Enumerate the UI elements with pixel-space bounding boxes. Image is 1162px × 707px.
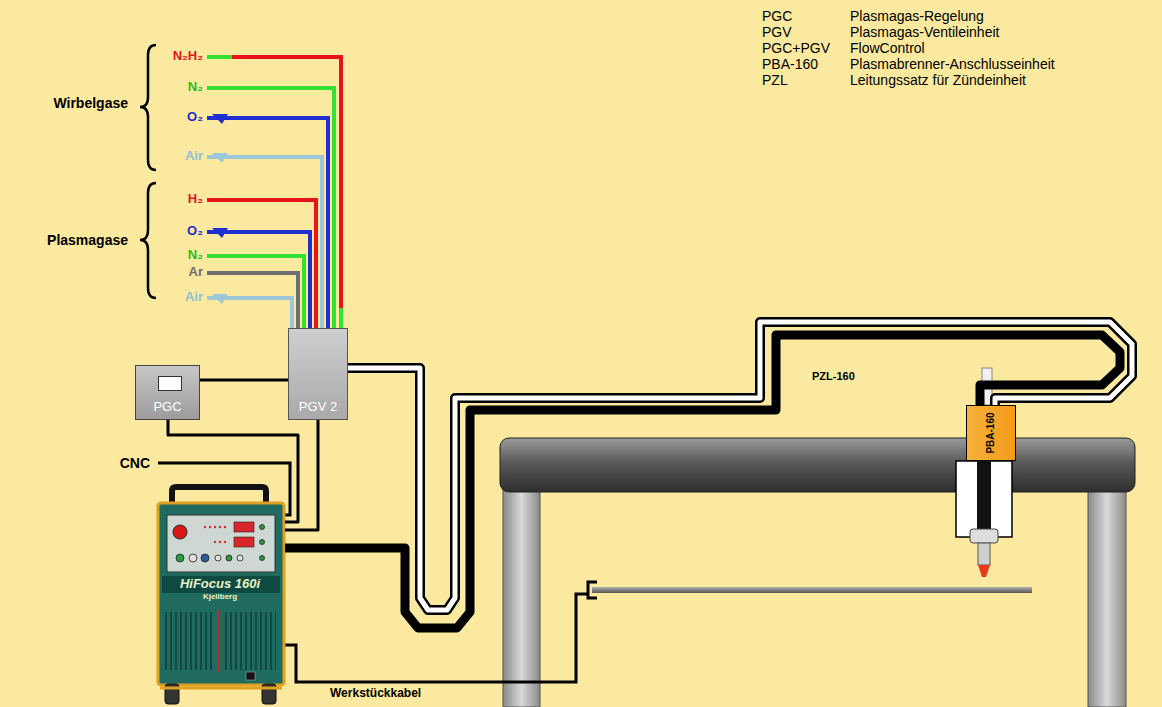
slot bbox=[217, 610, 219, 672]
torch-body bbox=[977, 461, 991, 529]
connector-group bbox=[200, 380, 288, 381]
gas-line bbox=[207, 57, 341, 328]
gas-connector bbox=[212, 153, 228, 163]
brand-label: Kjellberg bbox=[203, 592, 237, 602]
power-source: HiFocus 160iKjellberg bbox=[155, 500, 285, 690]
table-cell: Leitungssatz für Zündeinheit bbox=[850, 72, 1026, 88]
workpiece-clamp bbox=[588, 582, 597, 598]
gas-line bbox=[207, 200, 316, 328]
gas-line bbox=[207, 118, 328, 328]
table-cell: PGV bbox=[762, 24, 792, 40]
valve-unit-box: PGV 2 bbox=[288, 328, 348, 420]
torch-connection-box: PBA-160 bbox=[966, 405, 1016, 461]
display bbox=[234, 537, 254, 547]
gas-line bbox=[207, 55, 232, 59]
gas-line bbox=[207, 298, 292, 328]
gas-label: N₂ bbox=[188, 248, 203, 263]
logo-strip bbox=[162, 576, 280, 593]
box-label: HiFocus 160i bbox=[180, 576, 260, 592]
table-cell: PZL bbox=[762, 72, 788, 88]
buttons bbox=[176, 525, 265, 563]
gas-label: Air bbox=[185, 149, 203, 164]
group-label: Wirbelgase bbox=[53, 95, 128, 111]
table-cell: PBA-160 bbox=[762, 56, 818, 72]
workpiece bbox=[592, 587, 1032, 593]
connector-group bbox=[285, 420, 318, 530]
gas-connectors bbox=[212, 114, 228, 304]
gas-connector bbox=[212, 228, 228, 238]
signal-label: CNC bbox=[120, 455, 150, 471]
switch bbox=[246, 672, 255, 680]
led-row bbox=[204, 526, 226, 543]
torch-shaft bbox=[978, 543, 990, 565]
gas-label: O₂ bbox=[187, 110, 203, 125]
connector-group bbox=[285, 335, 1120, 628]
gas-label: N₂ bbox=[188, 80, 203, 95]
group-label: Plasmagase bbox=[47, 232, 128, 248]
brace bbox=[140, 183, 156, 298]
gantry-beam bbox=[500, 438, 1135, 492]
gas-label: Air bbox=[185, 290, 203, 305]
gas-line bbox=[339, 308, 343, 328]
gantry-leg bbox=[503, 488, 540, 707]
gas-label: H₂ bbox=[188, 192, 203, 207]
gas-line bbox=[207, 88, 334, 328]
brace bbox=[140, 45, 156, 170]
gas-line bbox=[207, 256, 304, 328]
table-cell: Plasmagas-Ventileinheit bbox=[850, 24, 999, 40]
machine-body bbox=[158, 503, 284, 685]
control-cable bbox=[285, 420, 318, 530]
gas-line bbox=[207, 273, 298, 328]
gas-label: O₂ bbox=[187, 224, 203, 239]
control-cable bbox=[168, 420, 298, 522]
vents bbox=[224, 612, 276, 670]
control-cable bbox=[200, 379, 288, 382]
display bbox=[234, 522, 254, 532]
emergency-button bbox=[173, 525, 187, 539]
table-cell: FlowControl bbox=[850, 40, 925, 56]
cable-label: PZL-160 bbox=[812, 370, 855, 383]
gantry-leg bbox=[1088, 488, 1126, 707]
power-cable bbox=[285, 335, 1120, 628]
table-cell: Plasmagas-Regelung bbox=[850, 8, 984, 24]
torch-nozzle bbox=[978, 565, 990, 577]
cable-label: Werkstückkabel bbox=[330, 687, 421, 701]
axle bbox=[160, 687, 282, 690]
table-cell: Plasmabrenner-Anschlusseinheit bbox=[850, 56, 1055, 72]
gas-connector bbox=[212, 294, 228, 304]
torch-collar bbox=[970, 529, 998, 543]
torch-holder bbox=[956, 461, 1012, 537]
vents bbox=[165, 612, 213, 670]
box-label: PGV 2 bbox=[299, 399, 337, 415]
gas-label: Ar bbox=[189, 265, 203, 280]
gas-connector bbox=[212, 114, 228, 124]
machine-panel bbox=[167, 515, 275, 572]
box-label: PGC bbox=[153, 399, 181, 415]
table-cell: PGC bbox=[762, 8, 792, 24]
gas-control-box: PGC bbox=[135, 365, 200, 420]
connector-group bbox=[168, 420, 298, 522]
gas-lines bbox=[207, 57, 341, 328]
gas-line bbox=[207, 232, 310, 328]
table-cell: PGC+PGV bbox=[762, 40, 830, 56]
gas-label: N₂H₂ bbox=[173, 49, 203, 64]
display-screen bbox=[158, 376, 182, 391]
box-label: PBA-160 bbox=[983, 412, 999, 453]
gas-line bbox=[207, 157, 322, 328]
